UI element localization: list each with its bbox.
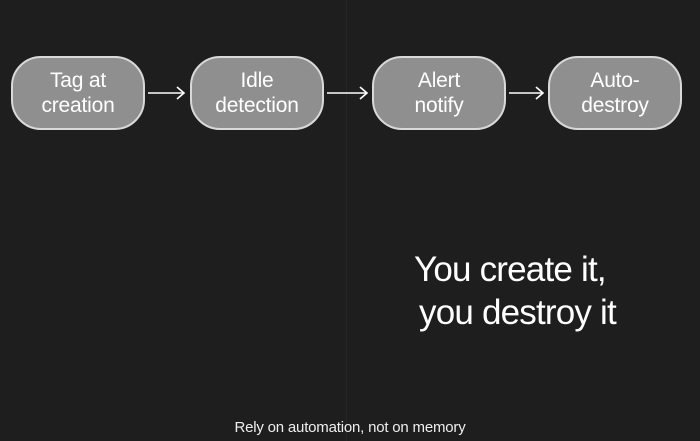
motto-line-2: you destroy it [419,293,617,332]
flow-step-tag-at-creation: Tag at creation [11,56,145,130]
flow-step-idle-detection: Idle detection [190,56,324,130]
right-arrow-icon [508,84,546,102]
right-arrow-icon [326,84,370,102]
motto-line-1: You create it, [414,250,607,289]
footer-caption: Rely on automation, not on memory [234,419,466,436]
faint-divider [346,0,347,441]
flow-step-alert-notify: Alert notify [372,56,506,130]
right-arrow-icon [147,84,187,102]
flow-step-auto-destroy: Auto- destroy [548,56,682,130]
motto-text: You create it, you destroy it [414,248,684,334]
